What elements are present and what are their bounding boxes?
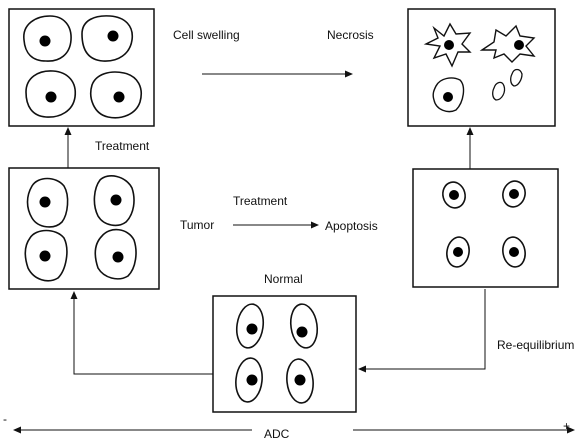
adc-minus-label: - — [3, 412, 7, 426]
panel-normal — [212, 295, 357, 413]
apoptotic-cell — [502, 236, 526, 268]
apoptotic-cell — [446, 236, 470, 268]
swollen-cell — [23, 15, 72, 62]
normal-cell — [289, 303, 319, 349]
adc-plus-label: + — [563, 419, 571, 433]
tumor-cell — [24, 229, 68, 282]
adc-axis-label: ADC — [264, 427, 290, 441]
tumor-label: Tumor — [180, 218, 215, 232]
panel-necrosis — [407, 8, 556, 127]
apoptotic-cell — [442, 181, 466, 209]
tumor-cell — [26, 177, 69, 228]
tumor-cell — [94, 228, 137, 280]
necrotic-cell — [479, 24, 536, 63]
normal-cell — [286, 358, 314, 404]
normal-label: Normal — [264, 272, 303, 286]
arrow-reequilibrium-to-normal — [358, 289, 486, 373]
tumor-cell — [93, 175, 135, 227]
shrunken-cell — [432, 77, 465, 113]
cell-fragment — [492, 81, 506, 101]
necrotic-cell — [423, 22, 472, 68]
apoptosis-label: Apoptosis — [325, 219, 378, 233]
normal-cell — [235, 303, 265, 349]
apoptotic-cell — [502, 180, 526, 208]
treatment-label-top: Treatment — [95, 139, 150, 153]
normal-cell — [235, 357, 263, 403]
panel-tumor — [8, 167, 160, 290]
panel-cell-swelling — [8, 8, 155, 127]
panel-apoptosis — [412, 168, 559, 288]
swollen-cell — [90, 71, 142, 119]
cell-swelling-label: Cell swelling — [173, 28, 240, 42]
cell-fragment — [510, 68, 523, 87]
treatment-label-middle: Treatment — [233, 194, 288, 208]
arrow-normal-to-tumor — [70, 291, 213, 375]
swollen-cell — [81, 15, 134, 62]
swollen-cell — [25, 70, 77, 118]
re-equilibrium-label: Re-equilibrium — [497, 338, 575, 352]
necrosis-label: Necrosis — [327, 28, 374, 42]
